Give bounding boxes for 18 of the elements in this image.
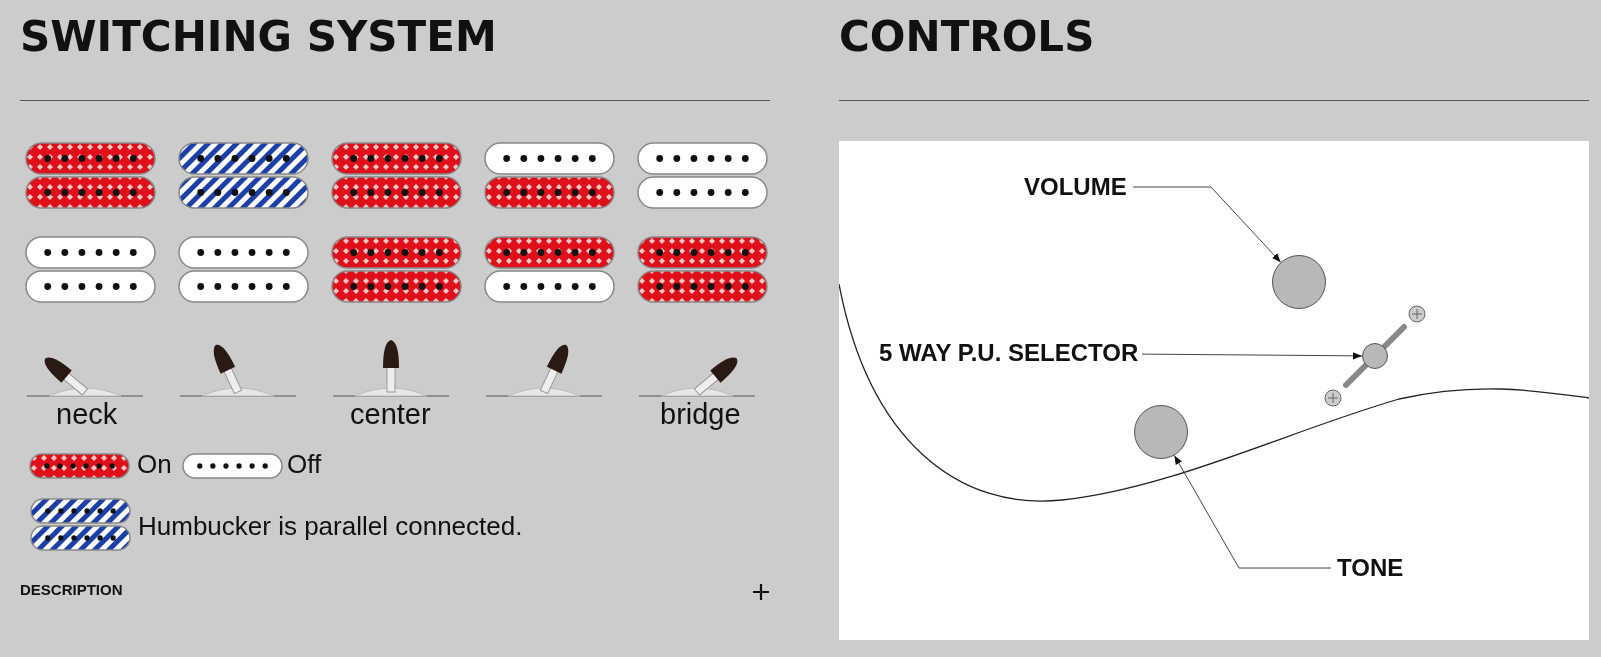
control-label: 5 WAY P.U. SELECTOR [879, 338, 1139, 368]
knob [1134, 405, 1188, 459]
knob [1362, 343, 1388, 369]
control-label: TONE [1337, 553, 1404, 583]
section-toggle-label: DESCRIPTION [20, 581, 123, 598]
switch-position-label: bridge [660, 398, 741, 431]
leader-line [1132, 186, 1282, 263]
legend-label: Humbucker is parallel connected. [138, 511, 523, 542]
section-heading: CONTROLS [839, 12, 1095, 61]
leader-line [1173, 454, 1332, 569]
switch-position-label: center [350, 398, 431, 431]
switch-position-label: neck [56, 398, 118, 431]
legend-label: On [137, 449, 172, 480]
control-label: VOLUME [1024, 172, 1127, 202]
section-heading: SWITCHING SYSTEM [20, 12, 497, 61]
leader-line [1141, 352, 1363, 360]
knob [1272, 255, 1326, 309]
legend-label: Off [287, 449, 322, 480]
